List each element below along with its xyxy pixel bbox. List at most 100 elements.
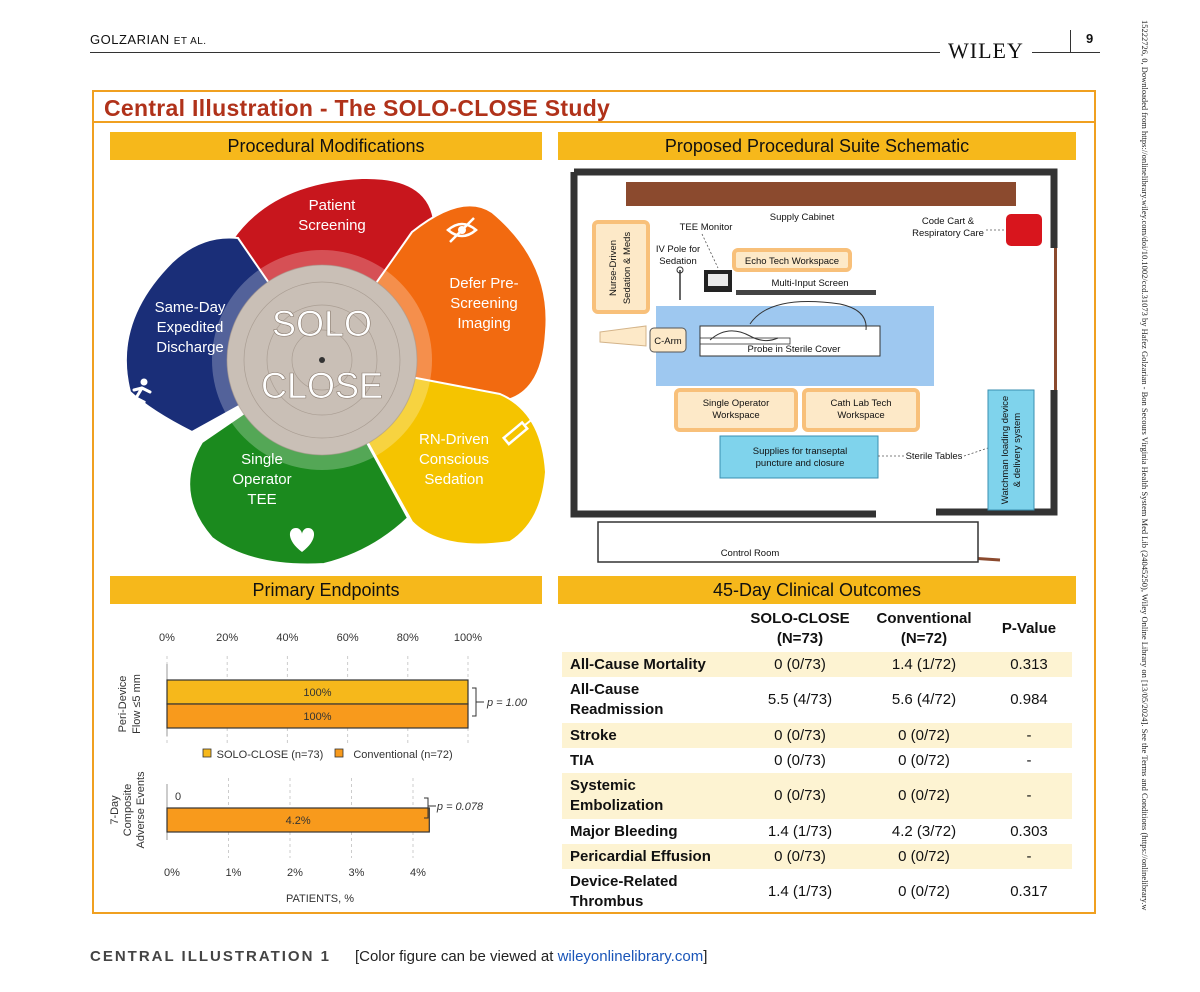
panel2-tick-label: 0%	[164, 867, 180, 879]
caption-link[interactable]: wileyonlinelibrary.com	[557, 948, 704, 965]
sterile-tables-label: Sterile Tables	[906, 451, 963, 462]
nurse-label-1: Nurse-Driven	[608, 240, 619, 296]
cell-conventional: 1.4 (1/72)	[862, 652, 986, 677]
code-cart-label-2: Respiratory Care	[912, 228, 984, 239]
row-label: Major Bleeding	[570, 822, 678, 840]
control-room	[597, 521, 979, 563]
header-p-value: P-Value	[1001, 620, 1057, 637]
cell-p-value: 0.984	[1010, 691, 1048, 708]
petal-single-operator-tee	[188, 358, 410, 566]
petal-4-label-1: Expedited	[157, 319, 224, 336]
caption-label: CENTRAL ILLUSTRATION 1	[90, 948, 331, 965]
nurse-label-2: Sedation & Meds	[622, 232, 633, 305]
panel2-p-value: p = 0.078	[436, 801, 484, 813]
cell-solo-close: 1.4 (1/73)	[767, 822, 833, 840]
panel2-category-label: Adverse Events	[135, 771, 147, 849]
single-operator-workspace	[674, 388, 798, 432]
panel2-tick-label: 2%	[287, 867, 303, 879]
heart-icon	[289, 528, 315, 552]
syringe-icon	[501, 416, 536, 446]
panel1-tick-label: 20%	[216, 632, 238, 644]
panel1-category-label: Peri-Device	[117, 676, 129, 733]
table-header-row: SOLO-CLOSE(N=73) Conventional(N=72) P-Va…	[562, 606, 1072, 652]
download-notice-text: 15222726, 0, Downloaded from https://onl…	[1140, 20, 1150, 911]
panel1-tick-label: 40%	[276, 632, 298, 644]
cath-tech-label-1: Cath Lab Tech	[830, 398, 891, 409]
runner-icon	[128, 378, 152, 412]
petal-4-label-2: Discharge	[156, 339, 224, 356]
c-arm	[649, 327, 687, 353]
petal-3-label-1: Operator	[232, 471, 291, 488]
cell-p-value: 0.313	[986, 652, 1072, 677]
petal-4-label-0: Same-Day	[155, 299, 226, 316]
room-walls	[570, 168, 1058, 518]
control-room-label: Control Room	[721, 548, 780, 559]
petal-2-label-1: Conscious	[419, 451, 489, 468]
iv-pole-label-2: Sedation	[659, 256, 697, 267]
row-label: All-Cause Mortality	[562, 652, 738, 677]
cell-solo-close: 0 (0/73)	[738, 723, 862, 748]
nurse-workspace	[592, 220, 650, 314]
panel1-bar-label: 100%	[303, 687, 331, 699]
header-solo-line2: (N=73)	[776, 630, 824, 647]
panel1-p-value: p = 1.00	[486, 697, 528, 709]
echo-tech-workspace	[732, 248, 852, 272]
author-suffix: ET AL.	[173, 36, 207, 47]
c-arm-base	[599, 325, 647, 347]
center-title-bottom: CLOSE	[261, 365, 383, 406]
cell-conventional: 0 (0/72)	[898, 751, 950, 769]
section-header-schematic: Proposed Procedural Suite Schematic	[558, 132, 1076, 160]
clinical-outcomes-table: SOLO-CLOSE(N=73) Conventional(N=72) P-Va…	[562, 606, 1072, 915]
cath-tech-workspace	[802, 388, 920, 432]
publisher-logo: WILEY	[940, 38, 1032, 64]
panel2-bar-solo-close-label: 0	[175, 791, 181, 803]
petal-1-label-0: Defer Pre-	[449, 275, 518, 292]
cell-solo-close: 5.5 (4/73)	[767, 691, 833, 708]
panel1-tick-label: 80%	[397, 632, 419, 644]
supply-cabinet-label: Supply Cabinet	[770, 212, 835, 223]
cell-conventional: 5.6 (4/72)	[891, 691, 957, 708]
multi-input-label: Multi-Input Screen	[771, 278, 848, 289]
supply-cabinet	[626, 182, 1016, 206]
running-header-author: GOLZARIAN ET AL.	[90, 32, 207, 47]
row-label: Pericardial Effusion	[562, 844, 738, 869]
figure-caption: CENTRAL ILLUSTRATION 1[Color figure can …	[90, 948, 707, 965]
cell-solo-close: 0 (0/73)	[738, 844, 862, 869]
row-label: Stroke	[562, 723, 738, 748]
panel2-category-label: 7-Day	[109, 795, 121, 825]
cell-p-value: -	[986, 773, 1072, 819]
cell-conventional: 0 (0/72)	[862, 844, 986, 869]
c-arm-label: C-Arm	[654, 336, 682, 347]
panel1-bar-conventional	[166, 703, 469, 729]
petal-3-label-2: TEE	[247, 491, 276, 508]
supplies-label-2: puncture and closure	[756, 458, 845, 469]
legend-solo-close: SOLO-CLOSE (n=73)	[217, 749, 324, 761]
section-header-modifications: Procedural Modifications	[110, 132, 542, 160]
panel2-bar-conventional	[166, 807, 430, 833]
cell-conventional: 0 (0/72)	[898, 883, 950, 900]
panel2-bar-label: 4.2%	[286, 815, 311, 827]
header-blank	[562, 606, 738, 652]
download-notice: 15222726, 0, Downloaded from https://onl…	[1140, 20, 1154, 980]
header-conv-line2: (N=72)	[900, 630, 948, 647]
cell-solo-close: 0 (0/73)	[738, 652, 862, 677]
figure-title: Central Illustration - The SOLO-CLOSE St…	[104, 95, 611, 121]
cell-solo-close: 0 (0/73)	[738, 773, 862, 819]
header-conventional: Conventional(N=72)	[862, 606, 986, 652]
watchman-label-2: & delivery system	[1012, 413, 1023, 488]
watchman-label-1: Watchman loading device	[1000, 396, 1011, 504]
cell-conventional: 0 (0/72)	[862, 723, 986, 748]
cell-p-value: -	[1026, 751, 1032, 769]
center-title-top: SOLO	[272, 303, 372, 344]
petal-1-label-2: Imaging	[457, 315, 510, 332]
panel2-tick-label: 1%	[226, 867, 242, 879]
echo-tech-label: Echo Tech Workspace	[745, 256, 839, 267]
